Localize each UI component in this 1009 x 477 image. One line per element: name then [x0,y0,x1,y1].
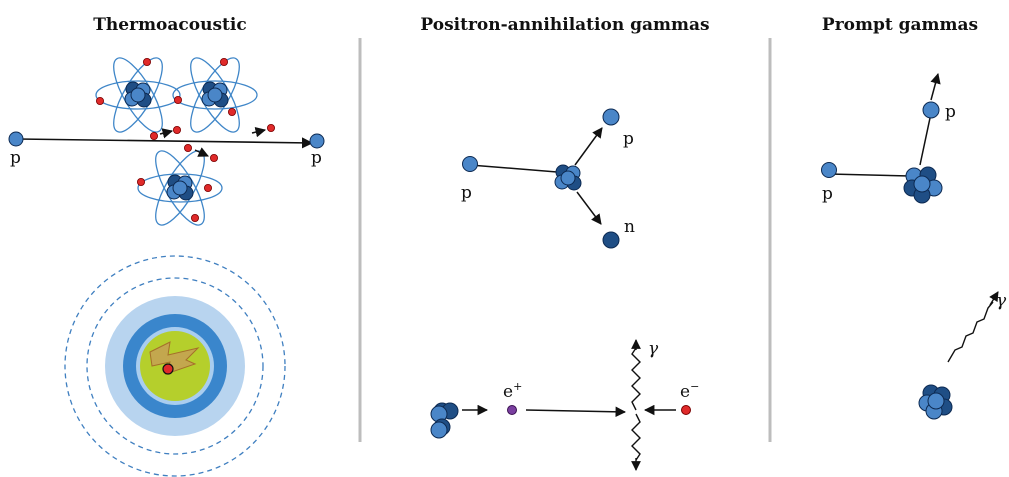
ejected-electron-arrows [159,127,267,157]
residual-nucleus [430,402,459,439]
proton-incoming [8,131,24,147]
residual-nucleus [918,384,953,420]
atom-2 [173,52,257,139]
electron-label: e− [680,380,699,402]
thermoacoustic-heat-source [64,255,286,477]
gamma-wave-down [631,413,641,461]
bolt-icon [149,341,200,375]
target-nucleus [903,166,943,204]
proton-label-right: p [311,148,322,168]
positron-label: e+ [503,380,522,402]
prompt-reaction: p p [821,72,956,204]
annihilation-event: e+ e− γ [430,339,699,471]
proton-outgoing [922,101,940,119]
pressure-wave-inner [86,277,264,455]
electrons [96,58,275,222]
proton-outgoing [602,108,620,126]
proton-label-in: p [461,183,472,203]
gamma-wave-up [631,347,641,411]
proton-label-out: p [623,129,634,149]
gamma-label: γ [996,291,1007,311]
proton-incoming [462,156,478,172]
positron [507,405,517,415]
electron [681,405,691,415]
title-thermoacoustic: Thermoacoustic [93,15,246,35]
proton-label-left: p [10,148,21,168]
proton-outgoing [309,133,325,149]
heat-point [162,363,174,375]
proton-label-in: p [822,184,833,204]
prompt-gamma-emission: γ [918,291,1007,420]
target-nucleus [554,164,582,191]
title-prompt-gammas: Prompt gammas [822,15,978,35]
neutron-outgoing [602,231,620,249]
gamma-label: γ [648,339,659,359]
gamma-wave [947,301,994,363]
thermoacoustic-track: p p [8,131,325,168]
atom-1 [96,52,180,139]
neutron-label: n [624,217,635,237]
positron-reaction: p p n [461,108,635,249]
proton-label-out: p [945,102,956,122]
title-positron-annihilation: Positron-annihilation gammas [420,15,709,35]
pressure-wave-outer [64,255,286,477]
proton-incoming [821,162,837,178]
